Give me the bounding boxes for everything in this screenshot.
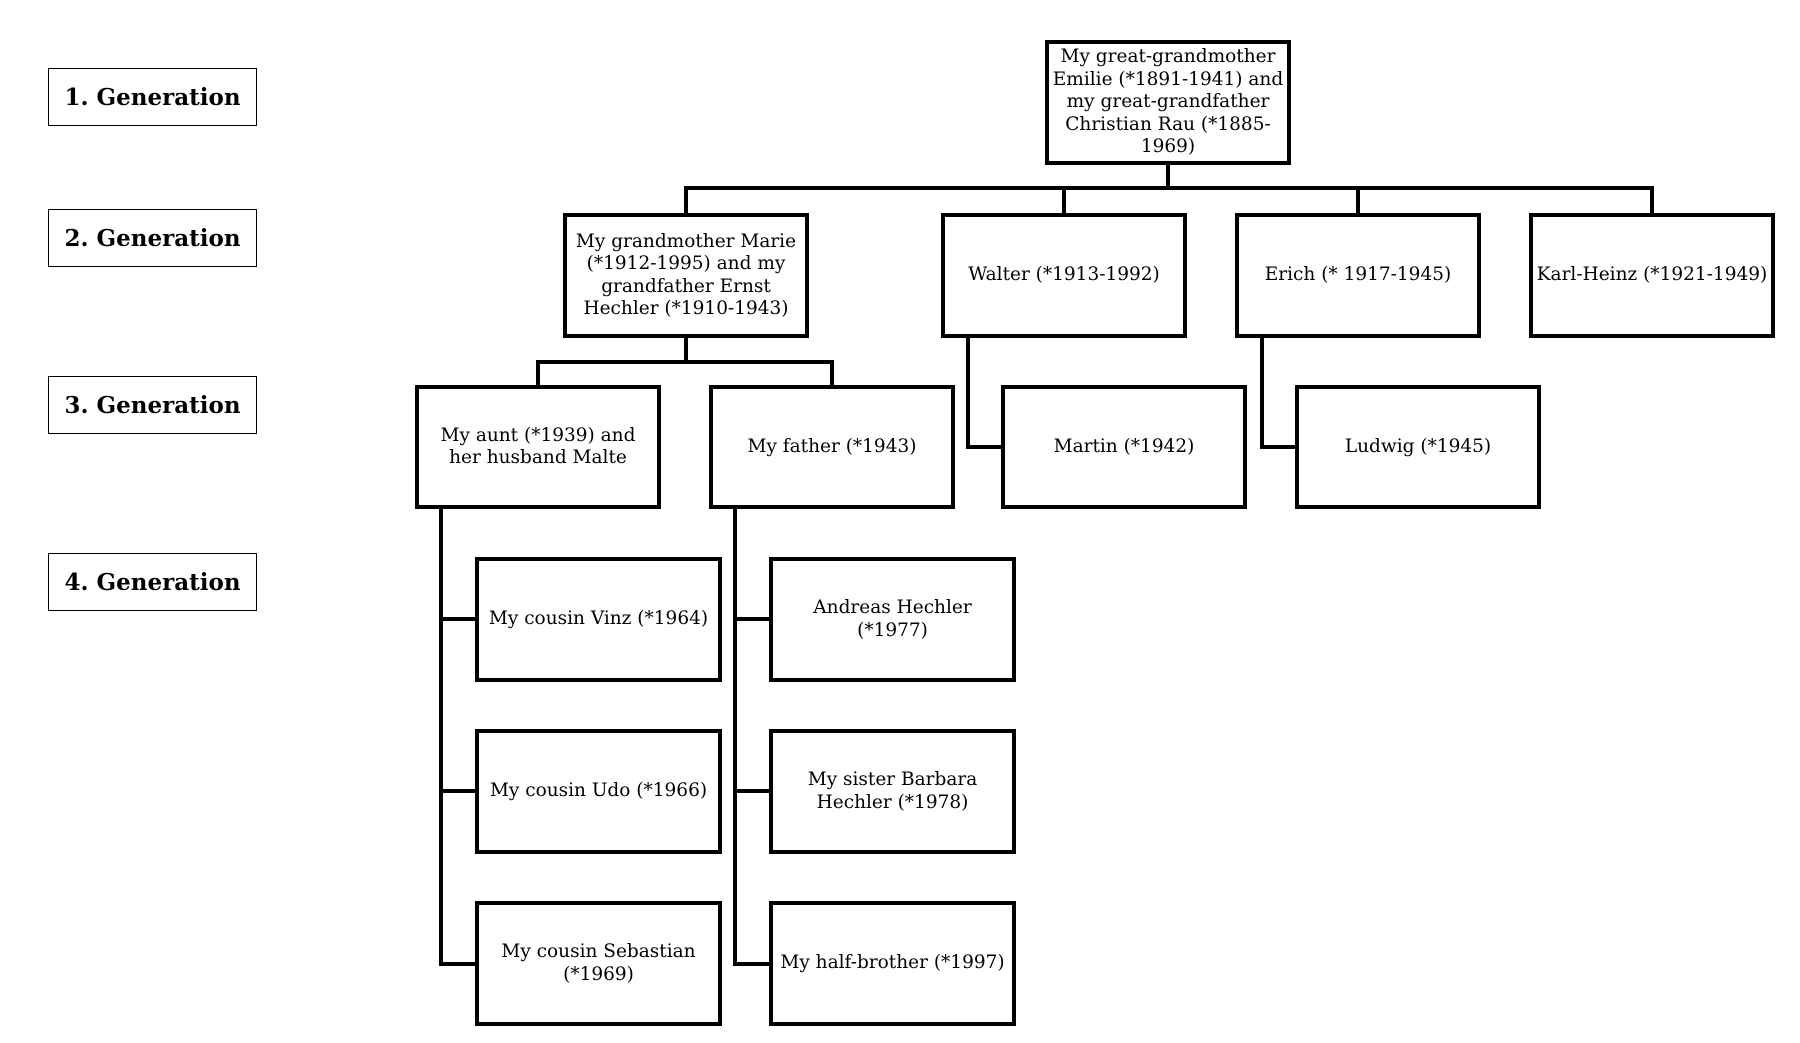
node-great-grandparents: My great-grandmother Emilie (*1891-1941)… [1045,40,1291,165]
connector-erich-ludwig [1260,335,1299,449]
node-udo: My cousin Udo (*1966) [475,729,722,854]
node-martin: Martin (*1942) [1001,385,1247,509]
node-ludwig: Ludwig (*1945) [1295,385,1541,509]
node-walter: Walter (*1913-1992) [941,213,1187,338]
generation-label-3: 3. Generation [48,376,257,434]
node-half-brother: My half-brother (*1997) [769,901,1016,1026]
generation-label-1: 1. Generation [48,68,257,126]
node-father: My father (*1943) [709,385,955,509]
generation-label-4: 4. Generation [48,553,257,611]
node-aunt: My aunt (*1939) and her husband Malte [415,385,661,509]
node-karl-heinz: Karl-Heinz (*1921-1949) [1529,213,1775,338]
connector-walter-martin [966,335,1005,449]
node-vinz: My cousin Vinz (*1964) [475,557,722,682]
node-sebastian: My cousin Sebastian (*1969) [475,901,722,1026]
connector-aunt-children [439,506,479,966]
node-andreas: Andreas Hechler (*1977) [769,557,1016,682]
generation-label-2: 2. Generation [48,209,257,267]
connector-father-children [733,506,773,966]
node-erich: Erich (* 1917-1945) [1235,213,1481,338]
node-grandparents: My grandmother Marie (*1912-1995) and my… [563,213,809,338]
node-barbara: My sister Barbara Hechler (*1978) [769,729,1016,854]
